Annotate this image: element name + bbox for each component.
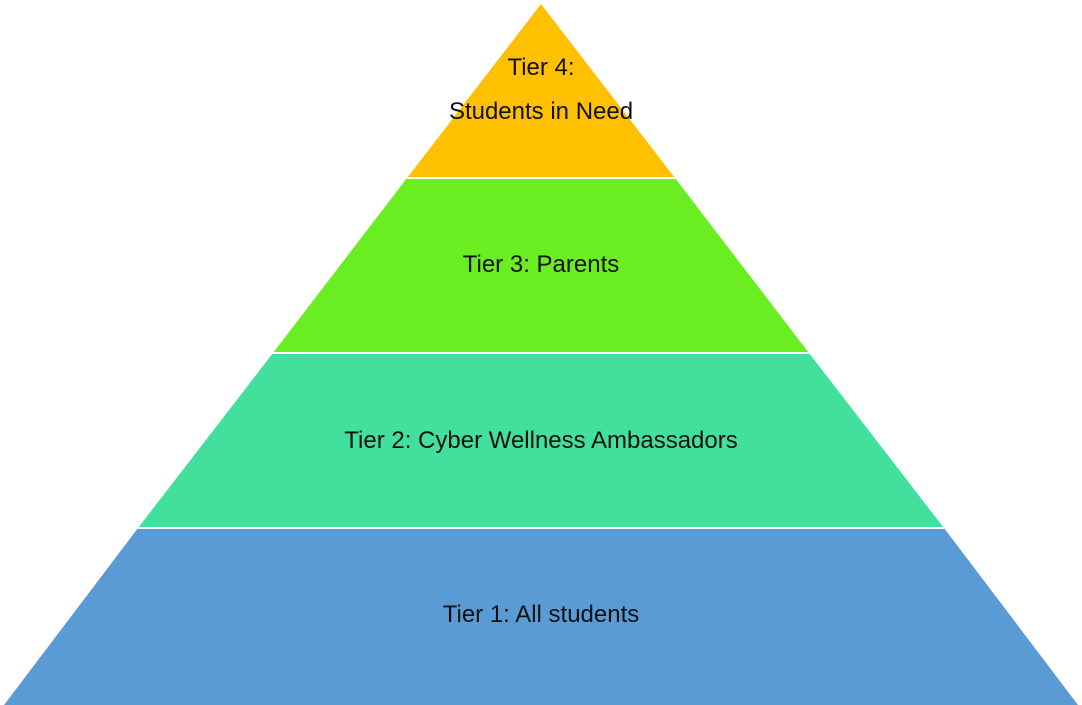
tier-2-label: Tier 2: Cyber Wellness Ambassadors	[344, 427, 737, 454]
tier-1-label: Tier 1: All students	[443, 601, 640, 628]
tier-1-segment	[4, 528, 1078, 705]
tier-4-segment	[407, 4, 675, 178]
tier-4-label-line-1: Tier 4:	[507, 54, 574, 81]
tier-3-segment	[273, 178, 809, 353]
tier-3-label: Tier 3: Parents	[463, 251, 620, 278]
tier-4-label-line-2: Students in Need	[449, 98, 633, 125]
tier-2-segment	[138, 353, 944, 528]
